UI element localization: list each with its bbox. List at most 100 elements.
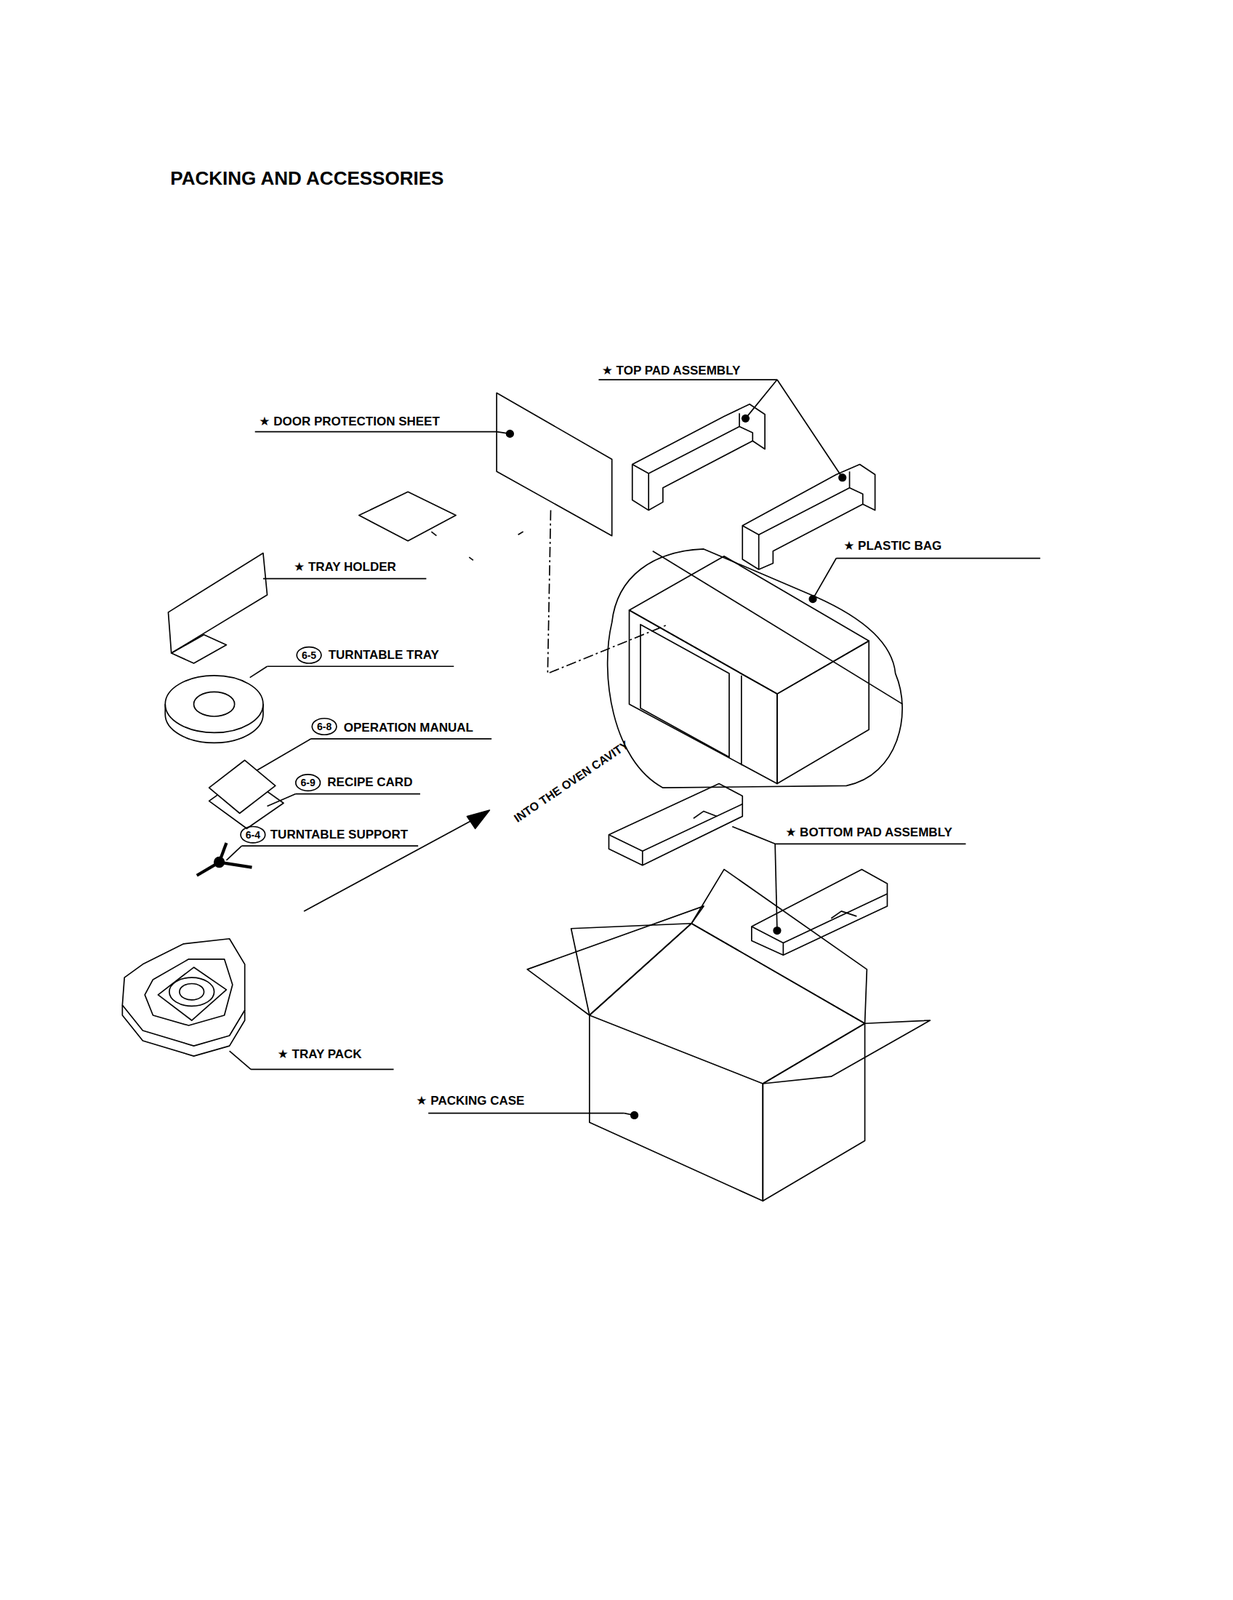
tray-holder — [171, 634, 227, 664]
leader-line — [836, 557, 1041, 560]
leader-line — [774, 842, 966, 845]
packing-case — [527, 905, 704, 1015]
part-label: TURNTABLE TRAY — [328, 648, 440, 661]
bottom-pad — [608, 783, 887, 956]
tray-pack — [122, 938, 245, 1046]
leader-dot — [741, 414, 750, 423]
leader-line — [732, 825, 775, 844]
oven — [777, 640, 869, 783]
manual — [209, 759, 276, 813]
leader-dot — [505, 429, 514, 438]
tray-pack — [157, 966, 227, 1020]
tray-pack — [179, 983, 205, 1000]
bottom-pad — [751, 926, 783, 955]
part-label: ★ TRAY PACK — [277, 1047, 363, 1060]
top-pad — [632, 404, 765, 511]
packing-case — [589, 1014, 763, 1201]
leader-line — [812, 558, 837, 600]
turntable-tray — [165, 675, 264, 733]
leader-line — [428, 1112, 624, 1114]
leader-line — [295, 793, 421, 795]
part-label: ★ TRAY HOLDER — [293, 560, 397, 573]
bottom-pad — [642, 804, 743, 852]
bottom-pad — [830, 910, 857, 919]
plastic-bag — [652, 551, 903, 704]
callout-circle — [240, 825, 266, 842]
leader-line — [288, 577, 427, 580]
callout-number: 6-5 — [301, 649, 317, 661]
top-pad — [742, 525, 759, 570]
callout-circle — [295, 774, 321, 791]
part-label: ★ DOOR PROTECTION SHEET — [258, 415, 440, 428]
tray-pack — [144, 958, 233, 1026]
oven — [740, 675, 743, 765]
part-label: TURNTABLE SUPPORT — [270, 828, 409, 841]
plastic-bag — [607, 548, 903, 788]
leader-line — [255, 738, 312, 772]
callout-number: 6-8 — [316, 721, 332, 732]
top-pad — [632, 404, 876, 570]
top-pad — [738, 412, 741, 427]
plastic-bag — [607, 548, 903, 788]
door-sheet — [496, 392, 669, 674]
packing-case — [762, 1019, 930, 1084]
bottom-pad — [782, 893, 887, 943]
callout-number: 6-9 — [300, 777, 316, 788]
tray-holder — [167, 553, 267, 653]
leader-line — [777, 379, 843, 478]
bottom-pad — [693, 810, 717, 818]
top-pad — [849, 471, 851, 488]
arrow-note: INTO THE OVEN CAVITY — [511, 738, 631, 824]
leader-dot — [630, 1110, 639, 1119]
leader-dot — [505, 414, 847, 1119]
leader-line — [250, 665, 268, 677]
door-sheet — [496, 392, 613, 536]
part-label: ★ BOTTOM PAD ASSEMBLY — [785, 825, 953, 839]
part-label: OPERATION MANUAL — [343, 721, 474, 734]
leader-line — [774, 843, 778, 930]
part-label: ★ TOP PAD ASSEMBLY — [601, 364, 741, 377]
leader-line — [229, 1050, 251, 1069]
turntable-support — [197, 842, 253, 876]
packing-case — [571, 923, 693, 1015]
leader-line — [263, 577, 289, 580]
leader-line — [226, 845, 242, 861]
oven — [640, 624, 730, 757]
callout-number: 6-4 — [245, 829, 261, 840]
small-sheet — [518, 531, 524, 535]
top-pad — [648, 426, 753, 475]
leader-line — [598, 378, 777, 381]
leader-line — [226, 379, 1040, 1115]
packing-case — [691, 868, 867, 1023]
callout-circle — [240, 647, 337, 843]
bottom-pad — [608, 783, 743, 866]
callout-circle — [311, 718, 337, 735]
insert-arrow — [303, 809, 490, 911]
tray-pack — [122, 938, 245, 1056]
small-sheet — [468, 556, 474, 560]
tray-holder — [167, 553, 267, 664]
top-pad — [758, 487, 863, 536]
leader-line — [311, 737, 492, 740]
turntable-tray — [165, 703, 264, 743]
tray-pack — [169, 977, 215, 1006]
turntable-tray — [194, 691, 235, 717]
part-label: ★ PLASTIC BAG — [843, 539, 942, 552]
small-sheet — [431, 531, 437, 536]
turntable-support — [215, 857, 224, 866]
part-label: RECIPE CARD — [327, 775, 413, 789]
manual — [209, 759, 284, 829]
leader-dot — [838, 473, 847, 482]
bottom-pad — [608, 834, 642, 866]
packing-case — [527, 868, 930, 1201]
tray-pack — [122, 1004, 245, 1056]
oven — [629, 556, 870, 784]
small-sheet — [359, 491, 524, 560]
insert-arrow — [466, 809, 490, 829]
turntable-tray — [165, 675, 264, 743]
bottom-pad — [751, 868, 888, 955]
oven — [629, 556, 870, 694]
top-pad — [742, 463, 875, 569]
packing-case — [762, 1022, 865, 1201]
